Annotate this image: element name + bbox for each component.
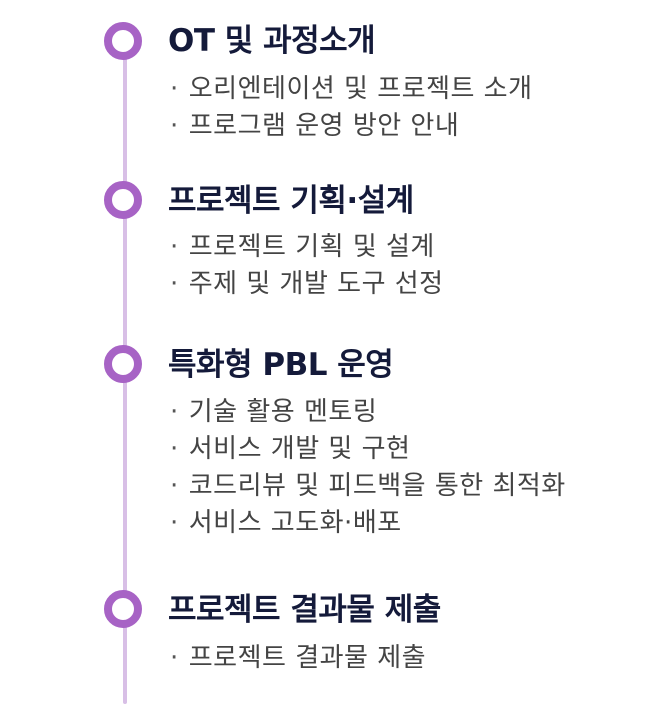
stage-title: 프로젝트 기획·설계 xyxy=(168,183,414,219)
stage-item: · 프로그램 운영 방안 안내 xyxy=(170,108,533,145)
stage-marker-icon xyxy=(104,590,142,628)
stage-item: · 코드리뷰 및 피드백을 통한 최적화 xyxy=(170,468,566,505)
stage-item: · 프로젝트 결과물 제출 xyxy=(170,640,426,677)
stage-item-text: 프로젝트 기획 및 설계 xyxy=(188,232,435,262)
stage-item-text: 기술 활용 멘토링 xyxy=(188,397,378,427)
stage-item: · 프로젝트 기획 및 설계 xyxy=(170,229,444,266)
stage-marker-icon xyxy=(104,345,142,383)
stage-items: · 프로젝트 결과물 제출 xyxy=(170,640,426,677)
stage-items: · 오리엔테이션 및 프로젝트 소개 · 프로그램 운영 방안 안내 xyxy=(170,71,533,145)
stage-item-text: 오리엔테이션 및 프로젝트 소개 xyxy=(188,74,533,104)
stage-item: · 오리엔테이션 및 프로젝트 소개 xyxy=(170,71,533,108)
stage-item: · 서비스 고도화·배포 xyxy=(170,505,566,542)
stage-item-text: 코드리뷰 및 피드백을 통한 최적화 xyxy=(188,471,566,501)
bullet-icon: · xyxy=(170,508,179,538)
stage-items: · 프로젝트 기획 및 설계 · 주제 및 개발 도구 선정 xyxy=(170,229,444,303)
bullet-icon: · xyxy=(170,471,179,501)
bullet-icon: · xyxy=(170,643,179,673)
bullet-icon: · xyxy=(170,232,179,262)
bullet-icon: · xyxy=(170,111,179,141)
stage-item: · 서비스 개발 및 구현 xyxy=(170,431,566,468)
stage-items: · 기술 활용 멘토링 · 서비스 개발 및 구현 · 코드리뷰 및 피드백을 통한 … xyxy=(170,394,566,542)
stage-item: · 주제 및 개발 도구 선정 xyxy=(170,266,444,303)
bullet-icon: · xyxy=(170,434,179,464)
stage-item-text: 프로그램 운영 방안 안내 xyxy=(188,111,460,141)
stage-item-text: 주제 및 개발 도구 선정 xyxy=(188,269,444,299)
stage-marker-icon xyxy=(104,22,142,60)
stage-title: 특화형 PBL 운영 xyxy=(168,347,394,383)
bullet-icon: · xyxy=(170,397,179,427)
stage-title: 프로젝트 결과물 제출 xyxy=(168,592,441,628)
stage-marker-icon xyxy=(104,181,142,219)
bullet-icon: · xyxy=(170,74,179,104)
stage-item: · 기술 활용 멘토링 xyxy=(170,394,566,431)
stage-item-text: 프로젝트 결과물 제출 xyxy=(188,643,427,673)
stage-title: OT 및 과정소개 xyxy=(168,23,376,59)
stage-item-text: 서비스 고도화·배포 xyxy=(188,508,402,538)
bullet-icon: · xyxy=(170,269,179,299)
stage-item-text: 서비스 개발 및 구현 xyxy=(188,434,411,464)
